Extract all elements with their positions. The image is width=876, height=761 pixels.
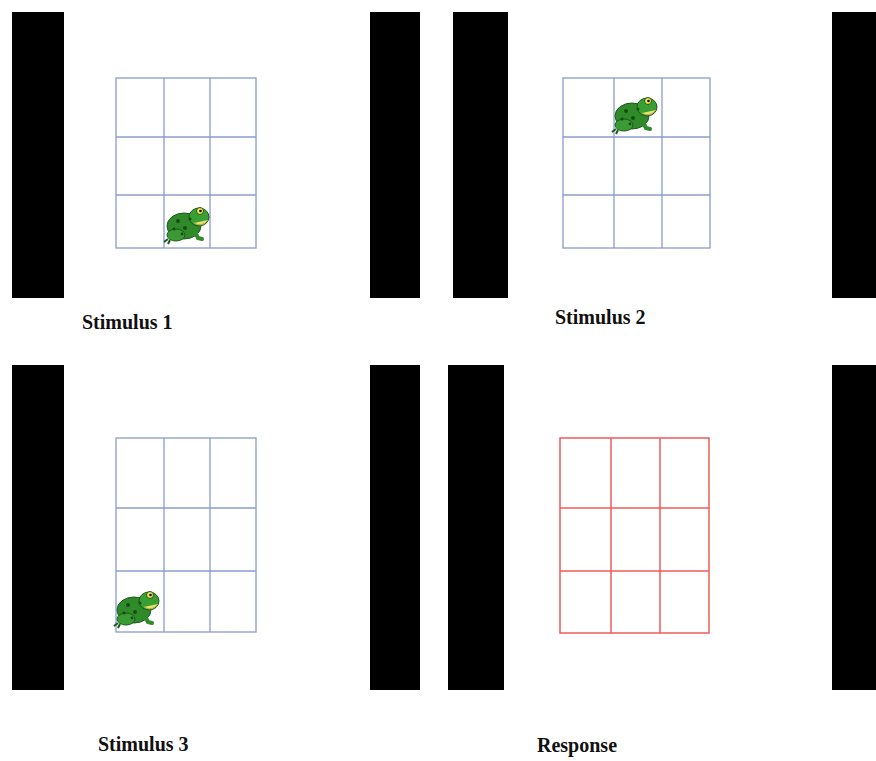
black-bar [832, 12, 876, 298]
grid [563, 78, 710, 248]
grid [116, 78, 256, 248]
black-bar [370, 365, 420, 690]
panel-label: Stimulus 3 [98, 732, 189, 756]
black-bar [370, 12, 420, 298]
black-bar [832, 365, 876, 690]
frog-icon [114, 592, 159, 629]
black-bar [12, 365, 64, 690]
panel-label: Stimulus 2 [555, 305, 646, 329]
frog-icon [612, 98, 657, 135]
frog-icon [164, 208, 209, 245]
response-grid [560, 438, 709, 633]
panel-label: Response [537, 733, 617, 757]
black-bar [12, 12, 64, 298]
black-bar [448, 365, 504, 690]
panel-label: Stimulus 1 [82, 310, 173, 334]
black-bar [453, 12, 508, 298]
